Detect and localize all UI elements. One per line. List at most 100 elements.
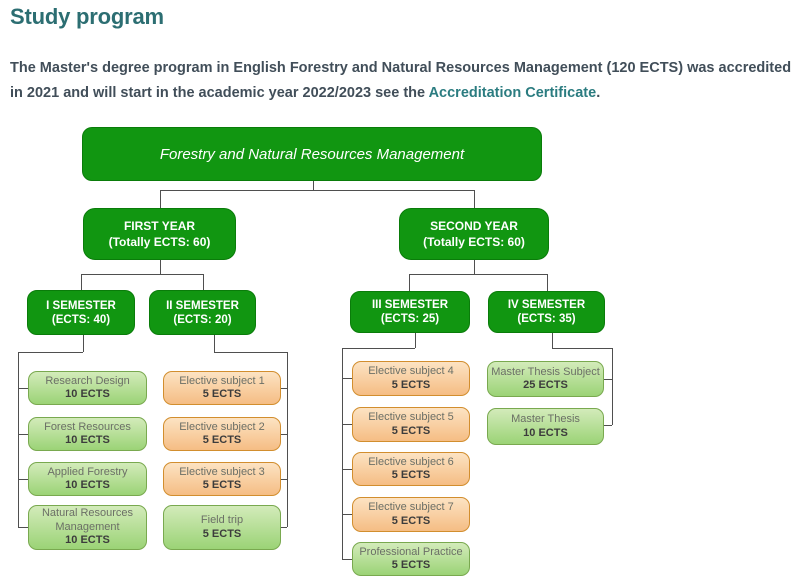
connector-line bbox=[552, 333, 553, 348]
connector-line bbox=[342, 424, 352, 425]
subject-name: Elective subject 3 bbox=[179, 465, 265, 478]
connector-line bbox=[160, 190, 161, 208]
connector-line bbox=[18, 352, 83, 353]
subject-ects: 5 ECTS bbox=[391, 424, 431, 437]
connector-line bbox=[547, 274, 548, 291]
subject-ects: 10 ECTS bbox=[65, 479, 110, 491]
node-semester-2: II SEMESTER (ECTS: 20) bbox=[149, 290, 256, 335]
intro-text-suffix: . bbox=[596, 85, 601, 101]
node-subject-elective-4: Elective subject 4 5 ECTS bbox=[352, 361, 470, 396]
connector-line bbox=[342, 348, 415, 349]
connector-line bbox=[474, 190, 475, 208]
subject-name: Applied Forestry bbox=[47, 465, 128, 478]
node-subject-elective-1: Elective subject 1 5 ECTS bbox=[163, 371, 281, 405]
subject-ects: 10 ECTS bbox=[523, 426, 568, 439]
node-program-root: Forestry and Natural Resources Managemen… bbox=[82, 127, 542, 181]
connector-line bbox=[281, 527, 287, 528]
intro-paragraph: The Master's degree program in English F… bbox=[10, 56, 795, 106]
connector-line bbox=[313, 181, 314, 190]
connector-line bbox=[409, 274, 547, 275]
subject-name: Research Design bbox=[45, 374, 130, 387]
node-semester-1: I SEMESTER (ECTS: 40) bbox=[27, 290, 135, 335]
node-subject-elective-5: Elective subject 5 5 ECTS bbox=[352, 407, 470, 442]
year-sublabel: (Totally ECTS: 60) bbox=[423, 235, 525, 249]
subject-ects: 5 ECTS bbox=[202, 527, 242, 540]
node-subject-professional-practice: Professional Practice 5 ECTS bbox=[352, 542, 470, 576]
subject-ects: 5 ECTS bbox=[391, 469, 431, 481]
subject-name: Master Thesis bbox=[511, 413, 580, 425]
subject-name: Professional Practice bbox=[359, 545, 463, 558]
subject-name: Elective subject 2 bbox=[179, 420, 265, 433]
subject-ects: 5 ECTS bbox=[391, 514, 431, 527]
subject-name: Forest Resources bbox=[44, 420, 131, 433]
connector-line bbox=[83, 335, 84, 352]
node-subject-field-trip: Field trip 5 ECTS bbox=[163, 505, 281, 550]
connector-line bbox=[214, 335, 215, 352]
connector-line bbox=[160, 190, 474, 191]
node-subject-research-design: Research Design 10 ECTS bbox=[28, 371, 147, 405]
subject-name: Elective subject 1 bbox=[179, 374, 265, 387]
connector-line bbox=[18, 352, 19, 528]
subject-ects: 10 ECTS bbox=[65, 388, 110, 400]
node-semester-4: IV SEMESTER (ECTS: 35) bbox=[488, 291, 605, 333]
connector-line bbox=[604, 425, 612, 426]
semester-label: IV SEMESTER bbox=[507, 299, 586, 311]
connector-line bbox=[81, 274, 82, 290]
subject-ects: 5 ECTS bbox=[391, 559, 431, 571]
subject-ects: 5 ECTS bbox=[202, 479, 242, 491]
connector-line bbox=[342, 378, 352, 379]
connector-line bbox=[474, 260, 475, 274]
subject-name: Elective subject 5 bbox=[368, 411, 454, 423]
node-subject-elective-6: Elective subject 6 5 ECTS bbox=[352, 452, 470, 486]
subject-name: Elective subject 4 bbox=[368, 365, 454, 377]
node-year-second: SECOND YEAR (Totally ECTS: 60) bbox=[399, 208, 549, 260]
node-subject-applied-forestry: Applied Forestry 10 ECTS bbox=[28, 462, 147, 496]
node-subject-forest-resources: Forest Resources 10 ECTS bbox=[28, 417, 147, 451]
connector-line bbox=[287, 352, 288, 527]
connector-line bbox=[214, 352, 287, 353]
page-title: Study program bbox=[10, 4, 164, 29]
subject-ects: 5 ECTS bbox=[202, 388, 242, 400]
semester-sublabel: (ECTS: 35) bbox=[517, 313, 576, 325]
connector-line bbox=[604, 379, 612, 380]
subject-ects: 10 ECTS bbox=[65, 434, 110, 446]
accreditation-certificate-link[interactable]: Accreditation Certificate bbox=[428, 85, 597, 101]
connector-line bbox=[18, 479, 28, 480]
node-subject-natural-resources-management: Natural Resources Management 10 ECTS bbox=[28, 505, 147, 550]
semester-label: II SEMESTER bbox=[166, 299, 239, 312]
connector-line bbox=[18, 527, 28, 528]
connector-line bbox=[415, 333, 416, 348]
connector-line bbox=[342, 469, 352, 470]
year-sublabel: (Totally ECTS: 60) bbox=[108, 235, 211, 249]
node-subject-master-thesis-subject: Master Thesis Subject 25 ECTS bbox=[487, 361, 604, 397]
node-subject-master-thesis: Master Thesis 10 ECTS bbox=[487, 408, 604, 445]
intro-text-line1: The Master's degree program in English F… bbox=[10, 60, 792, 101]
subject-ects: 5 ECTS bbox=[391, 378, 431, 391]
node-semester-3: III SEMESTER (ECTS: 25) bbox=[350, 291, 470, 333]
program-root-label: Forestry and Natural Resources Managemen… bbox=[159, 145, 465, 163]
subject-ects: 10 ECTS bbox=[65, 534, 110, 547]
node-subject-elective-7: Elective subject 7 5 ECTS bbox=[352, 497, 470, 532]
semester-sublabel: (ECTS: 40) bbox=[51, 313, 111, 326]
connector-line bbox=[203, 274, 204, 290]
connector-line bbox=[281, 388, 287, 389]
connector-line bbox=[342, 348, 343, 559]
subject-name: Elective subject 7 bbox=[368, 501, 454, 513]
subject-name: Elective subject 6 bbox=[368, 455, 454, 468]
subject-ects: 5 ECTS bbox=[202, 434, 242, 446]
subject-name: Field trip bbox=[200, 514, 244, 526]
connector-line bbox=[342, 514, 352, 515]
node-year-first: FIRST YEAR (Totally ECTS: 60) bbox=[83, 208, 236, 260]
subject-ects: 25 ECTS bbox=[523, 379, 568, 391]
subject-name: Natural Resources Management bbox=[41, 507, 134, 533]
connector-line bbox=[160, 260, 161, 274]
connector-line bbox=[612, 348, 613, 425]
connector-line bbox=[18, 388, 28, 389]
semester-sublabel: (ECTS: 20) bbox=[173, 313, 232, 326]
connector-line bbox=[281, 479, 287, 480]
connector-line bbox=[552, 348, 612, 349]
node-subject-elective-3: Elective subject 3 5 ECTS bbox=[163, 462, 281, 496]
connector-line bbox=[281, 434, 287, 435]
semester-label: I SEMESTER bbox=[46, 299, 116, 312]
